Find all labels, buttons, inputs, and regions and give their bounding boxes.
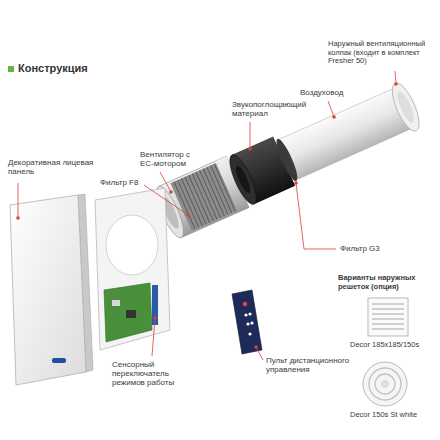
hood-inner [394, 89, 417, 124]
leader-line [296, 183, 336, 249]
group-heading: Варианты наружных решеток (опция) [338, 274, 436, 291]
board-chip [112, 300, 120, 306]
part-label: Звукопоглощающий материал [232, 100, 316, 118]
leader-dots [16, 82, 398, 349]
leader-dot [254, 345, 258, 349]
remote-button [243, 302, 247, 306]
remote-button [244, 313, 247, 316]
outer-hood [387, 80, 425, 135]
panel-logo [52, 358, 66, 363]
section-title: Конструкция [18, 62, 88, 74]
remote-button [246, 322, 249, 325]
part-label: Вентилятор с EC-мотором [140, 150, 204, 168]
square-grille [368, 298, 408, 336]
foam-hole [233, 164, 253, 195]
leader-line [152, 318, 155, 356]
round-grille [363, 362, 407, 406]
touch-switch [152, 285, 158, 325]
leader-dot [153, 316, 157, 320]
remote-control [232, 290, 262, 354]
front-panel [10, 195, 86, 385]
part-label: Фильтр G3 [340, 244, 380, 253]
filter-g3 [273, 137, 301, 183]
foam-end [225, 152, 262, 208]
part-label: Пульт дистанционного управления [266, 356, 362, 374]
part-label: Фильтр F8 [100, 178, 138, 187]
option-label: Decor 185x185/150s [350, 341, 419, 350]
leader-line [18, 183, 19, 218]
frame-opening [106, 215, 158, 275]
part-label: Декоративная лицевая панель [8, 158, 108, 176]
leader-dot [169, 190, 173, 194]
leader-line [328, 101, 334, 117]
board-chip [126, 310, 136, 318]
option-label: Decor 150s St white [350, 411, 417, 420]
leader-dot [248, 147, 252, 151]
part-label: Наружный вентиляционный колпак (входит в… [328, 40, 436, 66]
leader-line [395, 71, 396, 84]
part-label: Сенсорный переключатель режимов работы [112, 360, 188, 388]
title-bullet [8, 66, 14, 72]
leader-dot [186, 213, 190, 217]
cylinder-assembly [151, 78, 425, 241]
leader-lines [18, 71, 396, 360]
grille-ring [369, 368, 401, 400]
leader-dot [394, 82, 398, 86]
leader-dot [294, 181, 298, 185]
mounting-frame [95, 188, 170, 350]
remote-button [248, 332, 251, 335]
remote-button [250, 321, 253, 324]
leader-line [144, 185, 188, 215]
grille-center [381, 380, 389, 388]
part-label: Воздуховод [300, 88, 343, 97]
control-board [104, 283, 152, 342]
remote-button [248, 312, 251, 315]
leader-dot [332, 115, 336, 119]
leader-line [160, 172, 171, 192]
leader-line [250, 122, 251, 149]
grille-ring [375, 374, 395, 394]
grille-slats [372, 304, 404, 329]
leader-dot [16, 216, 20, 220]
leader-line [256, 347, 263, 360]
